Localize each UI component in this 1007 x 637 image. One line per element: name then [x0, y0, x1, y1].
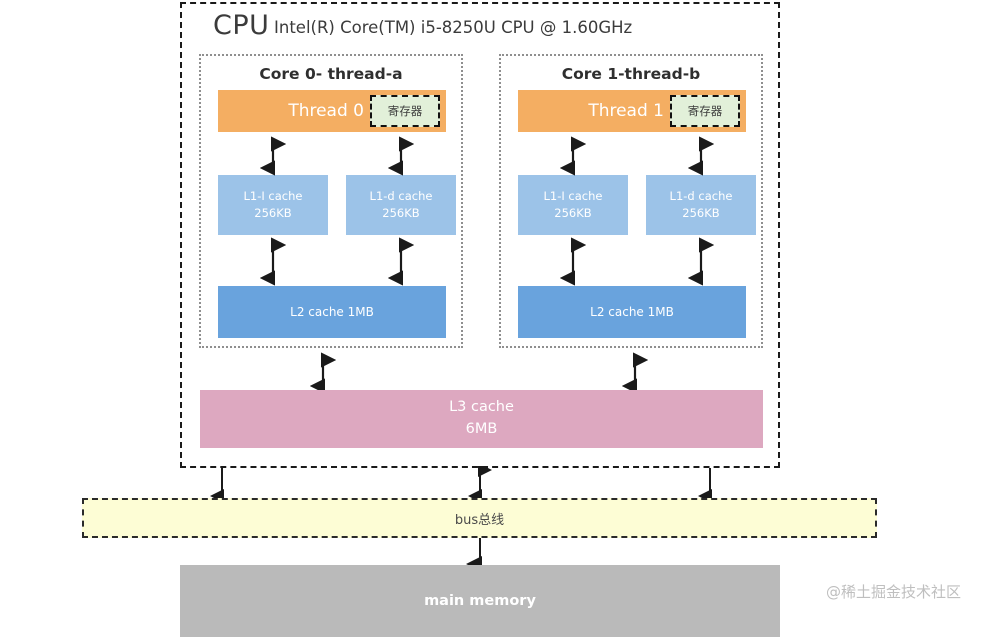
core-0-l1i-cache: L1-I cache 256KB: [218, 175, 328, 235]
bus-container: bus总线: [82, 498, 877, 538]
core-1-l1d-size: 256KB: [682, 206, 720, 220]
core-0-l1i-name: L1-I cache: [243, 189, 303, 204]
l3-cache: L3 cache 6MB: [200, 390, 763, 448]
cpu-model-label: Intel(R) Core(TM) i5-8250U CPU @ 1.60GHz: [274, 18, 633, 37]
core-1-l1i-size: 256KB: [554, 206, 592, 220]
watermark: @稀土掘金技术社区: [826, 583, 962, 601]
l2-to-l3-arrows: [309, 352, 649, 392]
core-0-thread-label: Thread 0: [288, 101, 364, 121]
core-0-title: Core 0- thread-a: [259, 65, 403, 83]
core-0-l1i-size: 256KB: [254, 206, 292, 220]
core-0-l2-cache: L2 cache 1MB: [218, 286, 446, 338]
core-0-l1d-name: L1-d cache: [369, 189, 433, 204]
core-1-register-box: 寄存器: [670, 95, 740, 127]
core-1-l1i-cache: L1-I cache 256KB: [518, 175, 628, 235]
bus-to-memory-arrow: [466, 538, 482, 568]
core-0-arrows: [259, 136, 415, 286]
core-1-title: Core 1-thread-b: [561, 65, 701, 83]
l3-cache-name: L3 cache: [449, 399, 514, 416]
cpu-to-bus-arrows: [210, 466, 712, 500]
cpu-title: CPU: [213, 10, 270, 41]
main-memory: main memory: [180, 565, 780, 637]
core-0-container: Core 0- thread-a Thread 0 寄存器 L1-I cache…: [199, 54, 463, 348]
core-0-thread-bar: Thread 0 寄存器: [218, 90, 446, 132]
core-1-arrows: [559, 136, 715, 286]
core-0-l1d-cache: L1-d cache 256KB: [346, 175, 456, 235]
core-0-register-box: 寄存器: [370, 95, 440, 127]
core-1-container: Core 1-thread-b Thread 1 寄存器 L1-I cache …: [499, 54, 763, 348]
core-1-l1i-name: L1-I cache: [543, 189, 603, 204]
l3-cache-size: 6MB: [465, 421, 498, 437]
core-1-l1d-name: L1-d cache: [669, 189, 733, 204]
core-1-l1d-cache: L1-d cache 256KB: [646, 175, 756, 235]
core-0-l1d-size: 256KB: [382, 206, 420, 220]
core-1-thread-label: Thread 1: [588, 101, 664, 121]
core-1-l2-cache: L2 cache 1MB: [518, 286, 746, 338]
core-1-thread-bar: Thread 1 寄存器: [518, 90, 746, 132]
